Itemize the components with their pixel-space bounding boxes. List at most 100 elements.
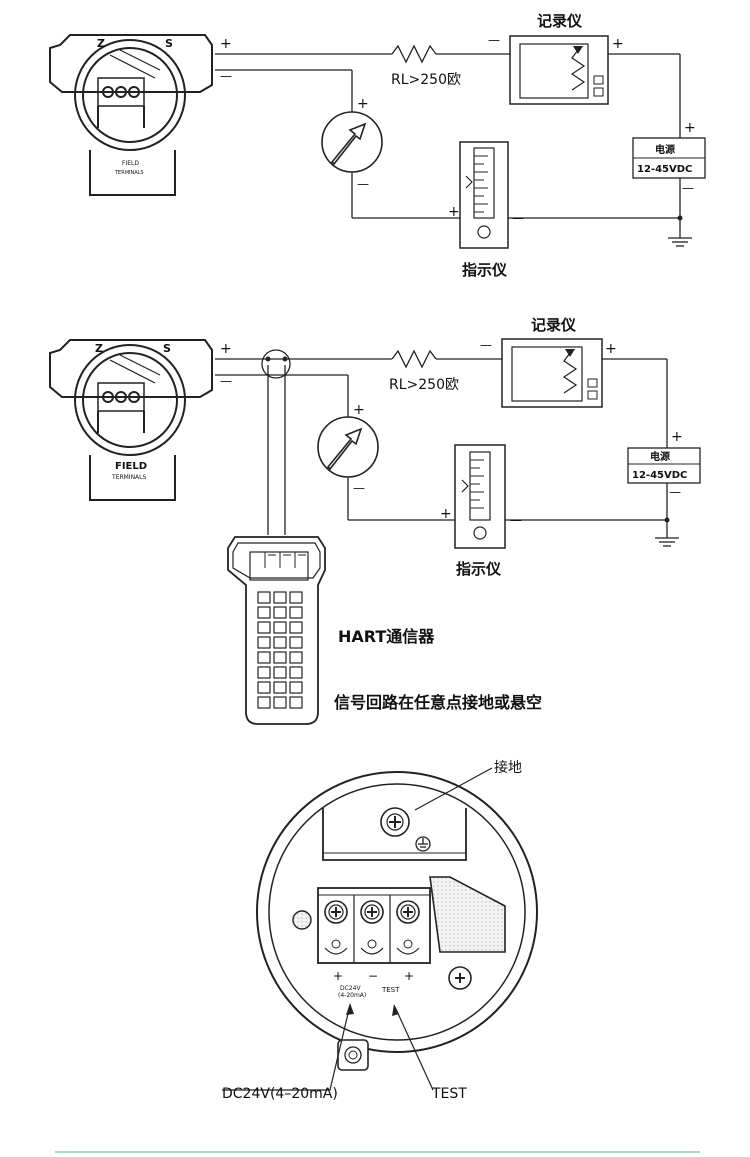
hart-key	[289, 636, 303, 649]
power-plus: +	[671, 429, 683, 445]
indicator-minus: —	[512, 211, 524, 225]
ammeter-plus: +	[357, 96, 369, 112]
mount-screw	[448, 966, 472, 990]
ammeter-minus: —	[353, 481, 365, 495]
power-label: 电源	[655, 143, 675, 156]
clip-ring	[261, 349, 291, 379]
callout-test: TEST	[431, 1086, 467, 1102]
hart-key	[257, 651, 271, 664]
term-ma-label: (4-20mA)	[338, 992, 366, 999]
indicator-label: 指示仪	[462, 261, 508, 279]
housing-inner-ring	[268, 783, 526, 1041]
hart-key	[257, 636, 271, 649]
callout-leaders	[222, 1004, 434, 1091]
diagram-3: 接地	[222, 759, 538, 1102]
hart-keypad	[257, 591, 303, 709]
hart-key	[257, 681, 271, 694]
terminal-screw-plus	[324, 900, 348, 924]
indicator-plus: +	[448, 204, 460, 220]
ammeter-plus: +	[353, 402, 365, 418]
hart-key	[289, 651, 303, 664]
recorder-minus: —	[488, 33, 500, 47]
bottom-plug	[337, 1039, 369, 1071]
recorder	[509, 35, 609, 105]
recorder-plus: +	[605, 341, 617, 357]
ground-symbol	[415, 836, 431, 852]
power-voltage: 12-45VDC	[632, 470, 687, 481]
resistor-label: RL>250欧	[391, 72, 461, 88]
diagram-2: Z S FIELD TERMINALS + — RL>250欧	[49, 316, 701, 725]
hart-key	[257, 696, 271, 709]
wire-minus: —	[220, 69, 232, 83]
left-post	[292, 910, 312, 930]
hart-key	[257, 606, 271, 619]
recorder-minus: —	[480, 338, 492, 352]
hart-key	[273, 651, 287, 664]
recorder-label: 记录仪	[531, 316, 577, 334]
hart-key	[273, 696, 287, 709]
term-dc-label: DC24V	[340, 985, 361, 992]
indicator-minus: —	[510, 513, 522, 527]
hart-key	[257, 621, 271, 634]
indicator-plus: +	[440, 506, 452, 522]
hart-key	[273, 591, 287, 604]
housing-text-field: FIELD	[115, 461, 147, 472]
housing-text-terminals: TERMINALS	[114, 170, 144, 176]
callout-dc: DC24V(4–20mA)	[222, 1086, 338, 1102]
ammeter	[317, 416, 379, 478]
wire-minus: —	[220, 374, 232, 388]
junction-dot	[282, 356, 288, 362]
housing-letter-z: Z	[97, 37, 105, 50]
transmitter-housing	[49, 339, 213, 501]
term-test-label: TEST	[381, 986, 400, 994]
hart-key	[289, 666, 303, 679]
hart-key	[273, 666, 287, 679]
loop-note: 信号回路在任意点接地或悬空	[334, 693, 542, 712]
wires	[215, 44, 692, 247]
power-minus: —	[682, 181, 694, 195]
term-plus: +	[333, 969, 343, 983]
wires	[215, 349, 679, 547]
hart-key	[273, 681, 287, 694]
recorder-plus: +	[612, 36, 624, 52]
ammeter	[321, 111, 383, 173]
junction-dot	[664, 517, 670, 523]
terminal-screw-test	[396, 900, 420, 924]
housing-letter-z: Z	[95, 342, 103, 355]
hart-key	[273, 621, 287, 634]
hart-key	[289, 696, 303, 709]
housing-letter-s: S	[163, 342, 171, 355]
hart-key	[273, 636, 287, 649]
junction-dot	[677, 215, 683, 221]
power-supply	[627, 447, 701, 484]
hart-communicator	[227, 536, 326, 725]
wire-plus: +	[220, 36, 232, 52]
recorder-label: 记录仪	[537, 12, 583, 30]
housing-text-terminals: TERMINALS	[111, 474, 147, 481]
term-plus-2: +	[404, 969, 414, 983]
power-supply	[632, 137, 706, 179]
power-voltage: 12-45VDC	[637, 164, 692, 175]
power-label: 电源	[650, 450, 670, 463]
hart-key	[257, 666, 271, 679]
wire-plus: +	[220, 341, 232, 357]
hart-key	[289, 681, 303, 694]
transmitter-housing	[49, 34, 213, 196]
terminal-block	[317, 887, 431, 964]
hart-key	[257, 591, 271, 604]
ammeter-minus: —	[357, 177, 369, 191]
housing-letter-s: S	[165, 37, 173, 50]
terminal-screw-minus	[360, 900, 384, 924]
hart-label: HART通信器	[338, 627, 435, 646]
term-minus: −	[368, 969, 378, 983]
housing-outer-ring	[256, 771, 538, 1053]
hart-key	[273, 606, 287, 619]
diagram-1: Z S FIELD TERMINALS + — RL>250欧	[49, 12, 706, 279]
resistor-label: RL>250欧	[389, 377, 459, 393]
ground-label: 接地	[494, 759, 522, 776]
hart-key	[289, 621, 303, 634]
indicator-label: 指示仪	[456, 560, 502, 578]
power-minus: —	[669, 485, 681, 499]
power-plus: +	[684, 120, 696, 136]
